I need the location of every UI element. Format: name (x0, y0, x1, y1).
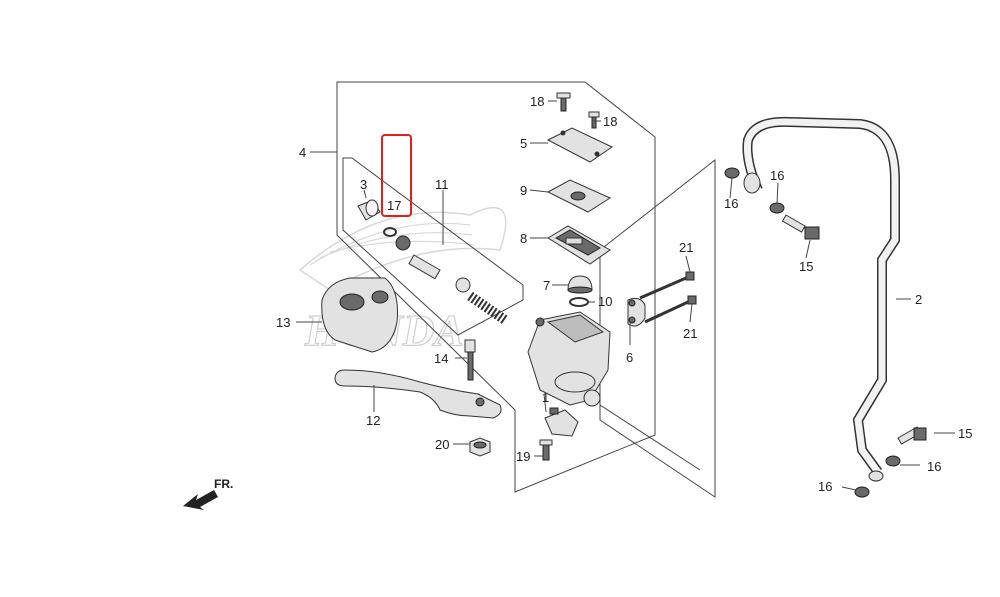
oil-bolt-15a (781, 214, 820, 240)
washer-16b (769, 202, 785, 214)
assembly-outline-4 (336, 81, 656, 493)
lever-cover (321, 277, 398, 353)
front-direction-arrow: FR. (183, 477, 233, 510)
washer-16d (854, 486, 870, 498)
callout-2: 2 (915, 292, 922, 307)
leader-lines (296, 100, 955, 491)
callout-6: 6 (626, 350, 633, 365)
screw-18b (588, 111, 600, 129)
boot-3 (357, 199, 381, 221)
callout-21b: 21 (683, 326, 697, 341)
assembly-outline-6 (599, 158, 716, 498)
callout-16a: 16 (724, 196, 738, 211)
float (567, 275, 593, 294)
bolt-21a (639, 271, 695, 300)
assembly-outline-11 (342, 157, 524, 336)
pivot-bolt (464, 339, 476, 381)
brake-hose (742, 116, 900, 482)
circlip (569, 297, 589, 307)
reservoir-cover (546, 127, 614, 163)
diaphragm (547, 225, 611, 265)
washer-16a (724, 167, 740, 179)
callout-14: 14 (434, 351, 448, 366)
callout-16d: 16 (818, 479, 832, 494)
circlip-17 (383, 227, 397, 237)
front-direction-label: FR. (214, 477, 233, 491)
callout-16b: 16 (770, 168, 784, 183)
callout-21a: 21 (679, 240, 693, 255)
callout-7: 7 (543, 278, 550, 293)
callout-9: 9 (520, 183, 527, 198)
diaphragm-plate (546, 179, 612, 213)
callout-20: 20 (435, 437, 449, 452)
callout-12: 12 (366, 413, 380, 428)
bolt-21b (644, 295, 697, 324)
callout-16c: 16 (927, 459, 941, 474)
callout-10: 10 (598, 294, 612, 309)
callout-11: 11 (435, 177, 449, 192)
callout-5: 5 (520, 136, 527, 151)
piston-set (408, 254, 471, 293)
nut-20 (469, 437, 491, 457)
callout-15a: 15 (799, 259, 813, 274)
washer-11 (395, 235, 411, 251)
callout-18a: 18 (530, 94, 544, 109)
callout-18b: 18 (603, 114, 617, 129)
screw-18a (556, 92, 571, 112)
clamp-holder (627, 297, 646, 327)
brake-lever (334, 369, 502, 419)
spring (467, 291, 508, 325)
oil-bolt-15b (897, 426, 927, 445)
callout-17: 17 (387, 198, 401, 213)
highlight-box (381, 134, 412, 217)
screw-19 (539, 439, 553, 461)
washer-16c (885, 455, 901, 467)
callout-3: 3 (360, 177, 367, 192)
callout-13: 13 (276, 315, 290, 330)
callout-19: 19 (516, 449, 530, 464)
brake-light-switch (544, 407, 579, 437)
callout-15b: 15 (958, 426, 972, 441)
callout-4: 4 (299, 145, 306, 160)
callout-1: 1 (542, 390, 549, 405)
callout-8: 8 (520, 231, 527, 246)
master-cylinder-body (527, 311, 611, 407)
